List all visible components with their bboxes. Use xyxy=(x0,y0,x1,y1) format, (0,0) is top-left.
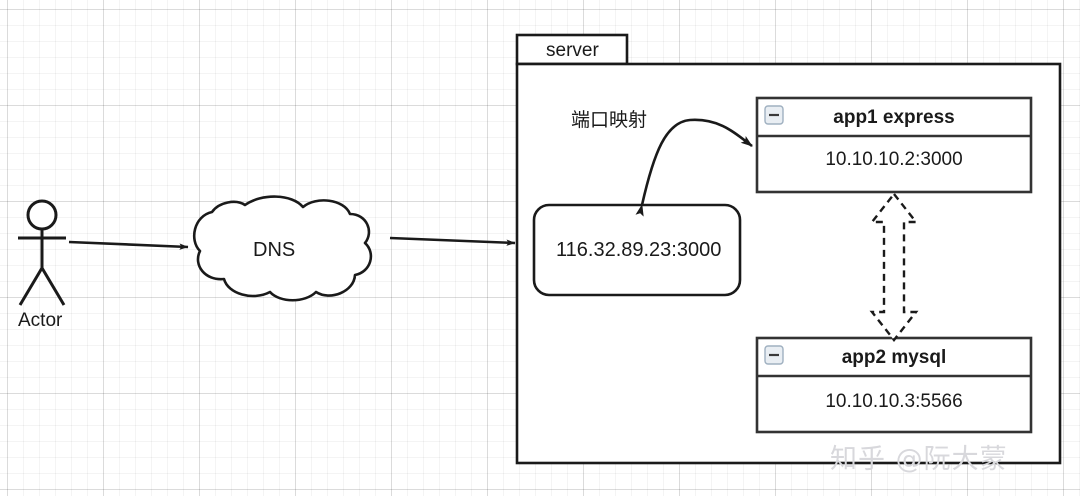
edge-app1-to-app2 xyxy=(869,192,919,342)
edge-port-mapping xyxy=(635,118,753,217)
port-mapping-label: 端口映射 xyxy=(571,109,648,131)
edge-actor-to-dns xyxy=(68,240,189,250)
app1-collapse-minus-icon[interactable] xyxy=(764,105,784,125)
server-package-label: server xyxy=(546,40,599,61)
actor-label: Actor xyxy=(18,310,63,331)
app2-collapse-minus-icon[interactable] xyxy=(764,345,784,365)
dns-label: DNS xyxy=(253,239,296,261)
app2-address: 10.10.10.3:5566 xyxy=(825,391,963,412)
watermark: 知乎 @阮大蒙 xyxy=(830,444,1008,475)
app1-title: app1 express xyxy=(833,107,955,128)
edge-dns-to-server xyxy=(389,236,516,246)
app1-address: 10.10.10.2:3000 xyxy=(825,149,963,170)
public-endpoint-label: 116.32.89.23:3000 xyxy=(556,239,722,261)
actor-figure xyxy=(18,199,66,306)
app2-title: app2 mysql xyxy=(841,347,947,368)
app1-express-box[interactable] xyxy=(755,96,1033,194)
dns-cloud-shape xyxy=(192,195,373,302)
